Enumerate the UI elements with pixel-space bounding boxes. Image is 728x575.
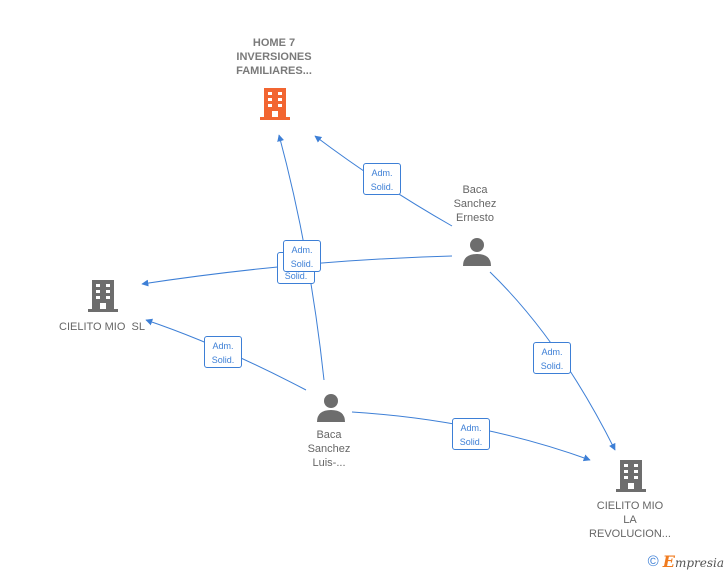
relation-label-line2: Solid. xyxy=(540,361,564,371)
brand-logo-initial: E xyxy=(662,552,675,571)
node-label-line: Ernesto xyxy=(456,212,494,224)
node-label-baca-luis[interactable]: Baca Sanchez Luis-... xyxy=(294,428,364,470)
node-label-line: HOME 7 xyxy=(252,37,296,49)
building-icon-cielito-sl[interactable] xyxy=(86,278,120,314)
relation-label-line1: Adm. xyxy=(541,347,563,357)
relation-label-line2: Solid. xyxy=(370,182,394,192)
node-label-cielito-sl[interactable]: CIELITO MIO SL xyxy=(44,320,160,334)
relation-label-line1: Adm. xyxy=(291,245,313,255)
relation-label-line1: Adm. xyxy=(212,341,234,351)
brand-logo: Empresia xyxy=(663,552,724,571)
relation-label-line2: Solid. xyxy=(290,259,314,269)
copyright-symbol: © xyxy=(647,553,659,570)
relation-label-line1: Adm. xyxy=(460,423,482,433)
relation-label-luis-home7[interactable]: Adm. Solid. xyxy=(283,240,321,272)
node-label-home7[interactable]: HOME 7 INVERSIONES FAMILIARES... xyxy=(214,36,334,78)
node-label-line: LA xyxy=(623,514,637,526)
node-label-cielito-rev[interactable]: CIELITO MIO LA REVOLUCION... xyxy=(580,499,680,541)
relation-label-ernesto-home7[interactable]: Adm. Solid. xyxy=(363,163,401,195)
relation-label-ernesto-cielito-rev[interactable]: Adm. Solid. xyxy=(533,342,571,374)
relation-label-line1: Adm. xyxy=(371,168,393,178)
node-label-line: FAMILIARES... xyxy=(236,65,312,77)
relation-label-luis-cielito-rev[interactable]: Adm. Solid. xyxy=(452,418,490,450)
brand-logo-text: mpresia xyxy=(674,556,724,570)
node-label-line: Sanchez xyxy=(453,198,497,210)
relation-label-line2: Solid. xyxy=(459,437,483,447)
relation-label-line2: Solid. xyxy=(284,271,308,281)
building-icon-cielito-rev[interactable] xyxy=(614,458,648,494)
node-label-line: INVERSIONES xyxy=(236,51,312,63)
relation-label-line2: Solid. xyxy=(211,355,235,365)
person-icon-baca-ernesto[interactable] xyxy=(461,235,493,267)
relation-label-luis-cielito-sl[interactable]: Adm. Solid. xyxy=(204,336,242,368)
node-label-line: REVOLUCION... xyxy=(589,528,671,540)
node-label-line: Baca xyxy=(462,184,488,196)
node-label-baca-ernesto[interactable]: Baca Sanchez Ernesto xyxy=(440,183,510,225)
node-label-line: Sanchez xyxy=(307,443,351,455)
footer-branding: © Empresia xyxy=(648,552,724,571)
node-label-line: Luis-... xyxy=(312,457,346,469)
building-icon-home7[interactable] xyxy=(258,86,292,122)
node-label-line: CIELITO MIO SL xyxy=(59,321,145,333)
node-label-line: Baca xyxy=(316,429,342,441)
node-label-line: CIELITO MIO xyxy=(596,500,664,512)
person-icon-baca-luis[interactable] xyxy=(315,391,347,423)
